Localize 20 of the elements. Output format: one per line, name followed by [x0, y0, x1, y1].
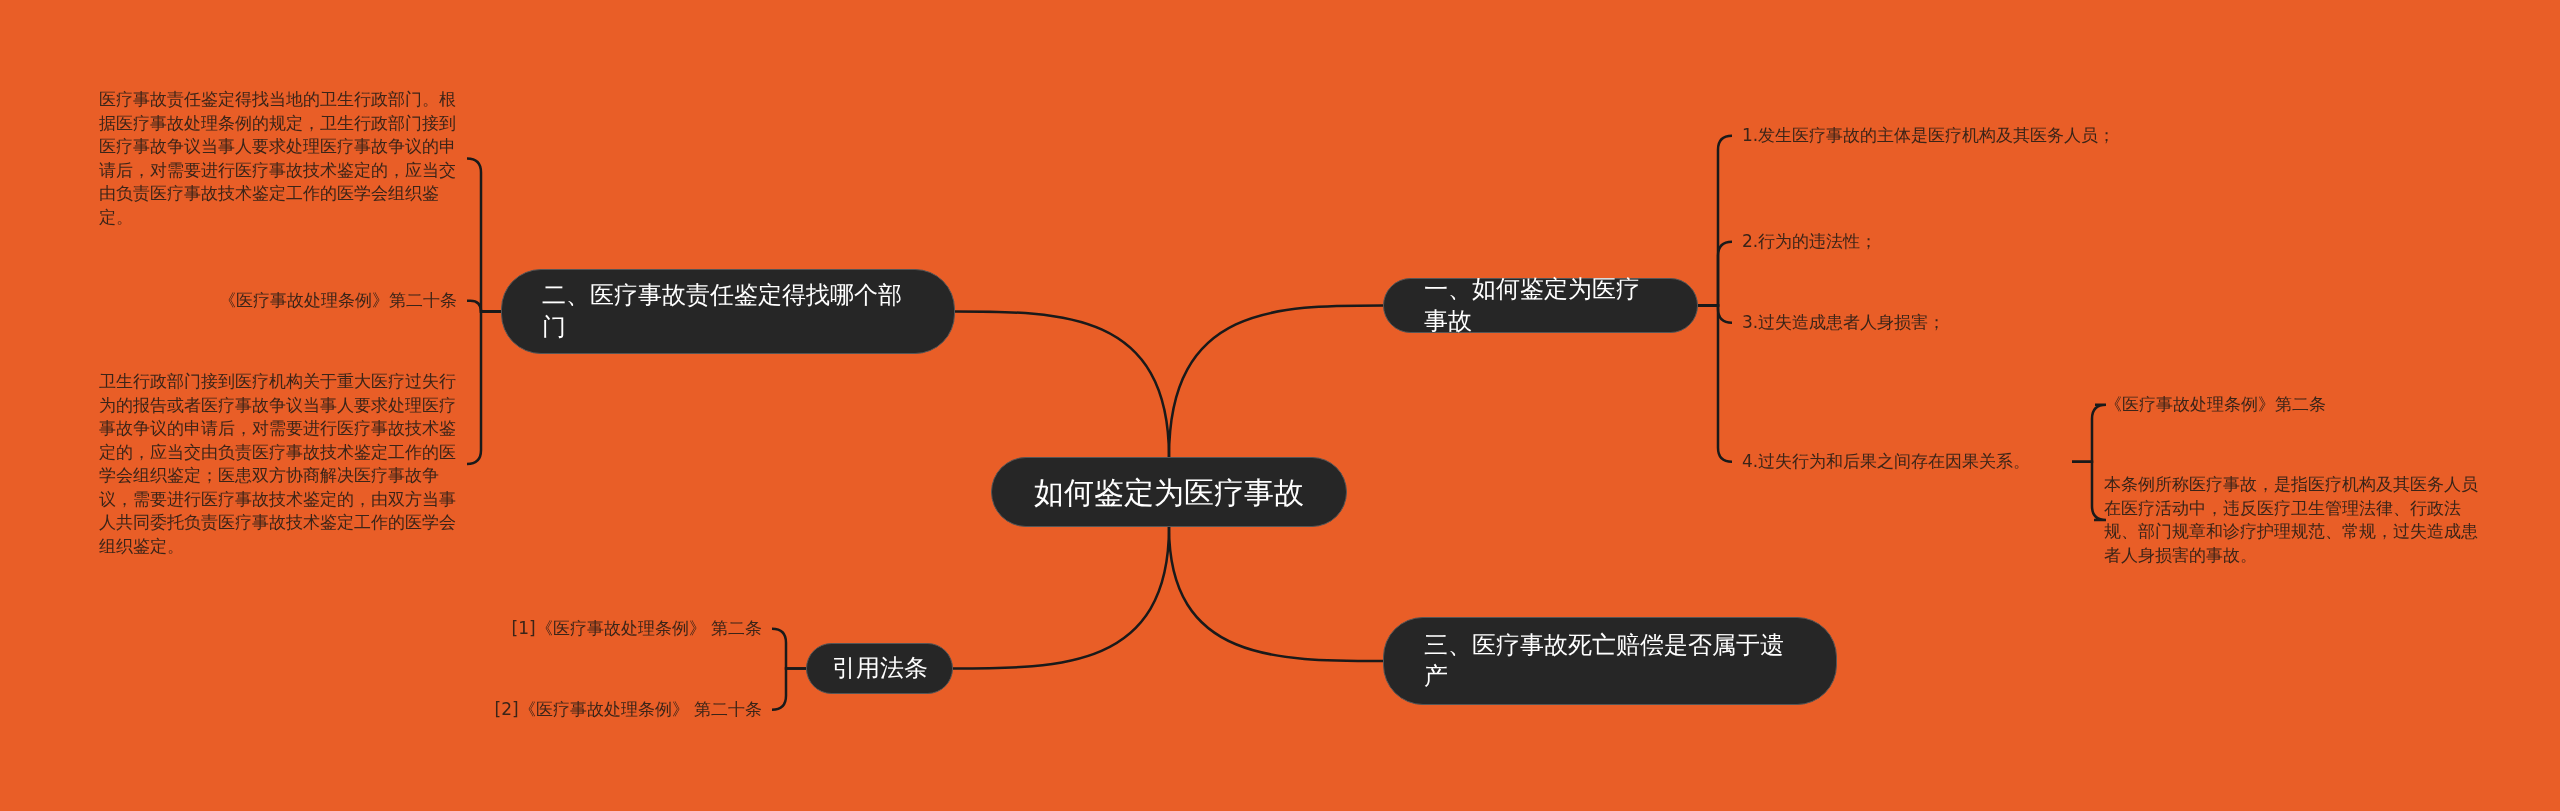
note-text: [2]《医疗事故处理条例》 第二十条	[442, 698, 772, 722]
connector-line	[770, 667, 806, 711]
note-text: 2.行为的违法性；	[1732, 230, 2032, 254]
topic-pill: 三、医疗事故死亡赔偿是否属于遗产	[1383, 617, 1837, 705]
topic-pill: 一、如何鉴定为医疗事故	[1383, 278, 1698, 333]
note-text: 《医疗事故处理条例》第二十条	[167, 289, 467, 313]
note-text: 医疗事故责任鉴定得找当地的卫生行政部门。根据医疗事故处理条例的规定，卫生行政部门接到医疗事故争议当事人要求处理医疗事故争议的申请后，对需要进行医疗事故技术鉴定的，应当交由负责医疗事故技术鉴定工作的医学会组织鉴定。	[89, 88, 467, 229]
central-topic-pill: 如何鉴定为医疗事故	[991, 457, 1347, 527]
note-text: 3.过失造成患者人身损害；	[1732, 311, 2032, 335]
note-text: 卫生行政部门接到医疗机构关于重大医疗过失行为的报告或者医疗事故争议当事人要求处理医疗事故争议的申请后，对需要进行医疗事故技术鉴定的，应当交由负责医疗事故技术鉴定工作的医学会组织鉴定；医患双方协商解决医疗事故争议，需要进行医疗事故技术鉴定的，由双方当事人共同委托负责医疗事故技术鉴定工作的医学会组织鉴定。	[89, 370, 467, 558]
note-text: 本条例所称医疗事故，是指医疗机构及其医务人员在医疗活动中，违反医疗卫生管理法律、行政法规、部门规章和诊疗护理规范、常规，过失造成患者人身损害的事故。	[2094, 473, 2494, 567]
note-text: 1.发生医疗事故的主体是医疗机构及其医务人员；	[1732, 124, 2132, 148]
topic-pill: 引用法条	[806, 643, 953, 694]
note-text: 4.过失行为和后果之间存在因果关系。	[1732, 450, 2072, 474]
note-text: [1]《医疗事故处理条例》 第二条	[442, 617, 772, 641]
connector-line	[955, 310, 1171, 458]
connector-line	[953, 526, 1171, 670]
topic-pill: 二、医疗事故责任鉴定得找哪个部门	[501, 269, 955, 354]
note-text: 《医疗事故处理条例》第二条	[2095, 393, 2395, 417]
connector-line	[465, 310, 501, 466]
